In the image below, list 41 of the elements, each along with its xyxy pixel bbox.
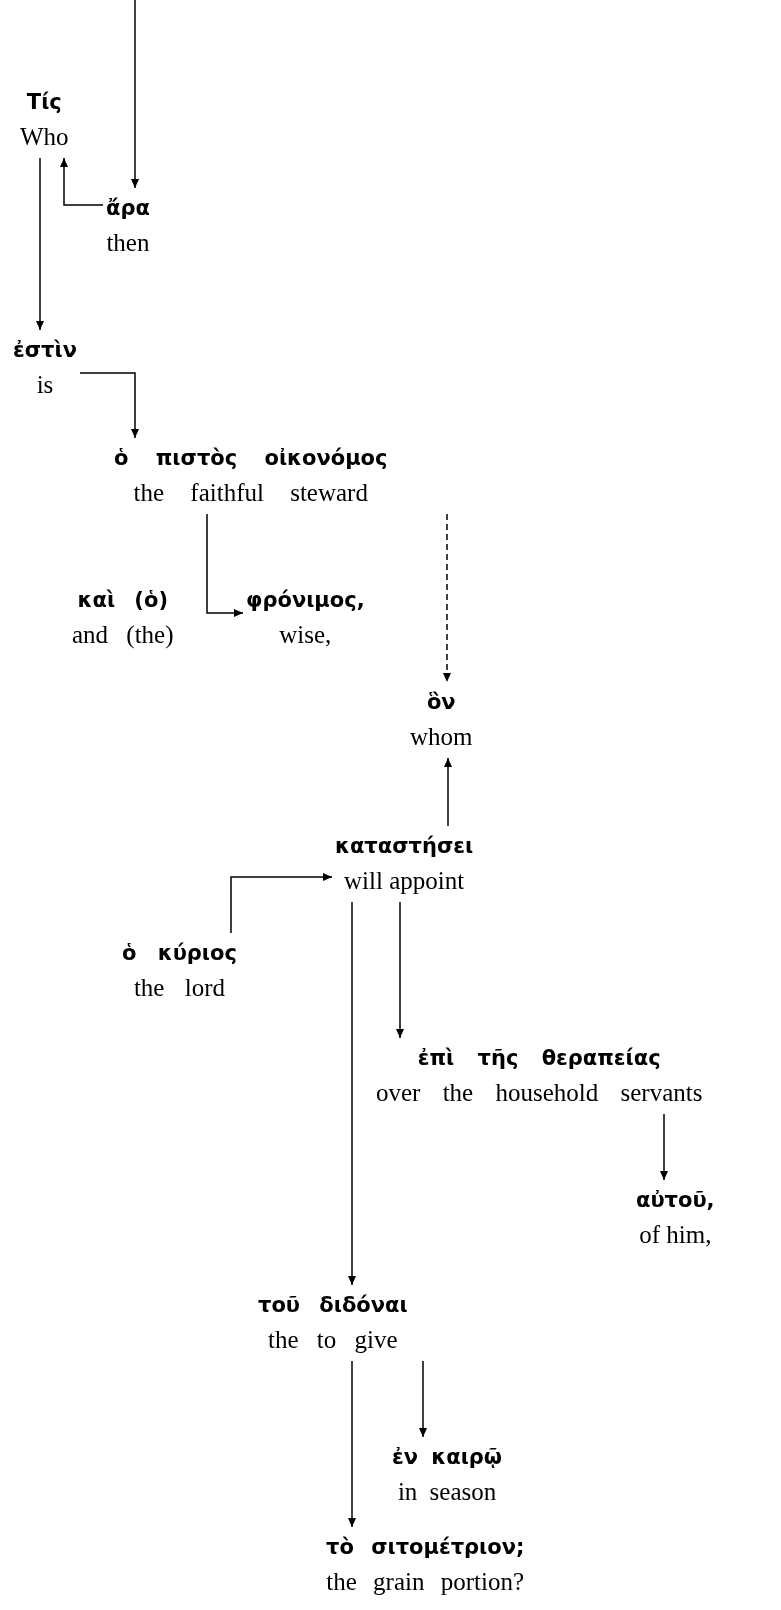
arrow xyxy=(348,1360,356,1528)
arrow xyxy=(206,513,244,617)
greek-word: ὁ κύριος xyxy=(122,940,237,967)
english-gloss: the lord xyxy=(132,973,226,1003)
arrow xyxy=(230,873,333,934)
arrow xyxy=(660,1113,668,1181)
arrow xyxy=(60,157,104,206)
english-gloss: over the household servants xyxy=(376,1078,703,1108)
greek-word: φρόνιμος, xyxy=(246,587,365,614)
greek-word: ἄρα xyxy=(106,195,150,222)
english-gloss: and (the) xyxy=(72,620,174,651)
arrow xyxy=(444,757,452,827)
greek-word: αὐτοῦ, xyxy=(636,1187,715,1214)
greek-word: τὸ σιτομέτριον; xyxy=(326,1534,525,1561)
greek-word: ἐπὶ τῆς θεραπείας xyxy=(416,1045,662,1072)
english-gloss: in season xyxy=(396,1477,498,1507)
english-gloss: Who xyxy=(20,122,69,152)
arrow xyxy=(131,0,139,189)
arrow xyxy=(396,901,404,1039)
arrow xyxy=(79,372,139,439)
english-gloss: wise, xyxy=(278,620,333,650)
greek-word: ἐν καιρῷ xyxy=(392,1444,503,1471)
greek-word: τοῦ διδόναι xyxy=(258,1292,408,1319)
english-gloss: will appoint xyxy=(343,866,466,896)
english-gloss: the faithful steward xyxy=(132,478,369,508)
arrow xyxy=(36,157,44,331)
arrow xyxy=(348,901,356,1286)
dashed-arrow xyxy=(443,513,451,683)
english-gloss: the grain portion? xyxy=(326,1567,525,1597)
english-gloss: is xyxy=(35,370,55,400)
english-gloss: of him, xyxy=(638,1220,713,1250)
english-gloss: then xyxy=(106,228,150,258)
english-gloss: whom xyxy=(410,722,473,752)
greek-word: καὶ (ὁ) xyxy=(76,587,169,614)
greek-word: ὁ πιστὸς οἰκονόμος xyxy=(114,445,388,472)
arrow xyxy=(419,1360,427,1438)
greek-word: Τίς xyxy=(25,89,63,116)
english-gloss: the to give xyxy=(267,1325,399,1355)
greek-word: ἐστὶν xyxy=(13,337,77,364)
greek-word: καταστήσει xyxy=(335,833,474,860)
greek-word: ὃν xyxy=(425,689,457,716)
